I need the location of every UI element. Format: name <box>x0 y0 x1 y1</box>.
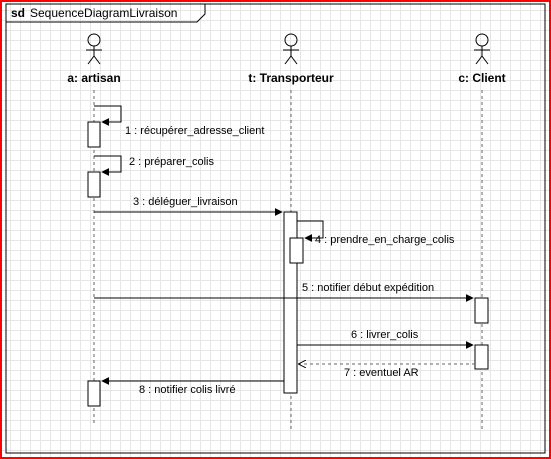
frame-name: SequenceDiagramLivraison <box>30 6 177 20</box>
activation-bar-client-1[interactable] <box>474 297 489 324</box>
activation-bar-artisan-3[interactable] <box>87 380 101 407</box>
lifeline-label-client: c: Client <box>458 71 505 85</box>
actor-icon <box>474 33 490 65</box>
message-arrow <box>94 155 122 176</box>
message-label: 5 : notifier début expédition <box>302 282 434 294</box>
lifeline-client[interactable]: c: Client <box>458 33 506 430</box>
message-4[interactable]: 4 : prendre_en_charge_colis <box>297 220 455 246</box>
message-5[interactable]: 5 : notifier début expédition <box>94 282 474 302</box>
actor-icon <box>86 33 102 65</box>
message-6[interactable]: 6 : livrer_colis <box>297 329 474 349</box>
message-arrow <box>297 220 324 242</box>
lifeline-artisan[interactable]: a: artisan <box>67 33 121 425</box>
message-8[interactable]: 8 : notifier colis livré <box>101 377 284 396</box>
activation-bar-client-2[interactable] <box>474 344 489 370</box>
message-label: 4 : prendre_en_charge_colis <box>315 234 455 246</box>
message-label: 2 : préparer_colis <box>129 156 214 168</box>
actor-icon <box>283 33 299 65</box>
activation-bar-transporteur-nested[interactable] <box>289 237 304 264</box>
message-label: 1 : récupérer_adresse_client <box>125 125 264 137</box>
lifeline-label-artisan: a: artisan <box>67 71 120 85</box>
frame-title-tab <box>6 4 206 23</box>
diagram-frame <box>5 3 546 454</box>
message-label: 6 : livrer_colis <box>351 329 419 341</box>
message-3[interactable]: 3 : déléguer_livraison <box>94 196 283 216</box>
lifeline-label-transporteur: t: Transporteur <box>248 71 334 85</box>
activation-bar-artisan-2[interactable] <box>87 171 101 198</box>
message-label: 3 : déléguer_livraison <box>133 196 238 208</box>
message-2[interactable]: 2 : préparer_colis <box>94 155 214 176</box>
message-label: 8 : notifier colis livré <box>139 384 236 396</box>
activation-bar-artisan-1[interactable] <box>87 121 101 148</box>
message-1[interactable]: 1 : récupérer_adresse_client <box>94 105 264 137</box>
message-7[interactable]: 7 : eventuel AR <box>299 364 475 379</box>
frame-keyword: sd <box>11 6 25 20</box>
message-label: 7 : eventuel AR <box>344 367 419 379</box>
message-arrow <box>94 105 122 126</box>
